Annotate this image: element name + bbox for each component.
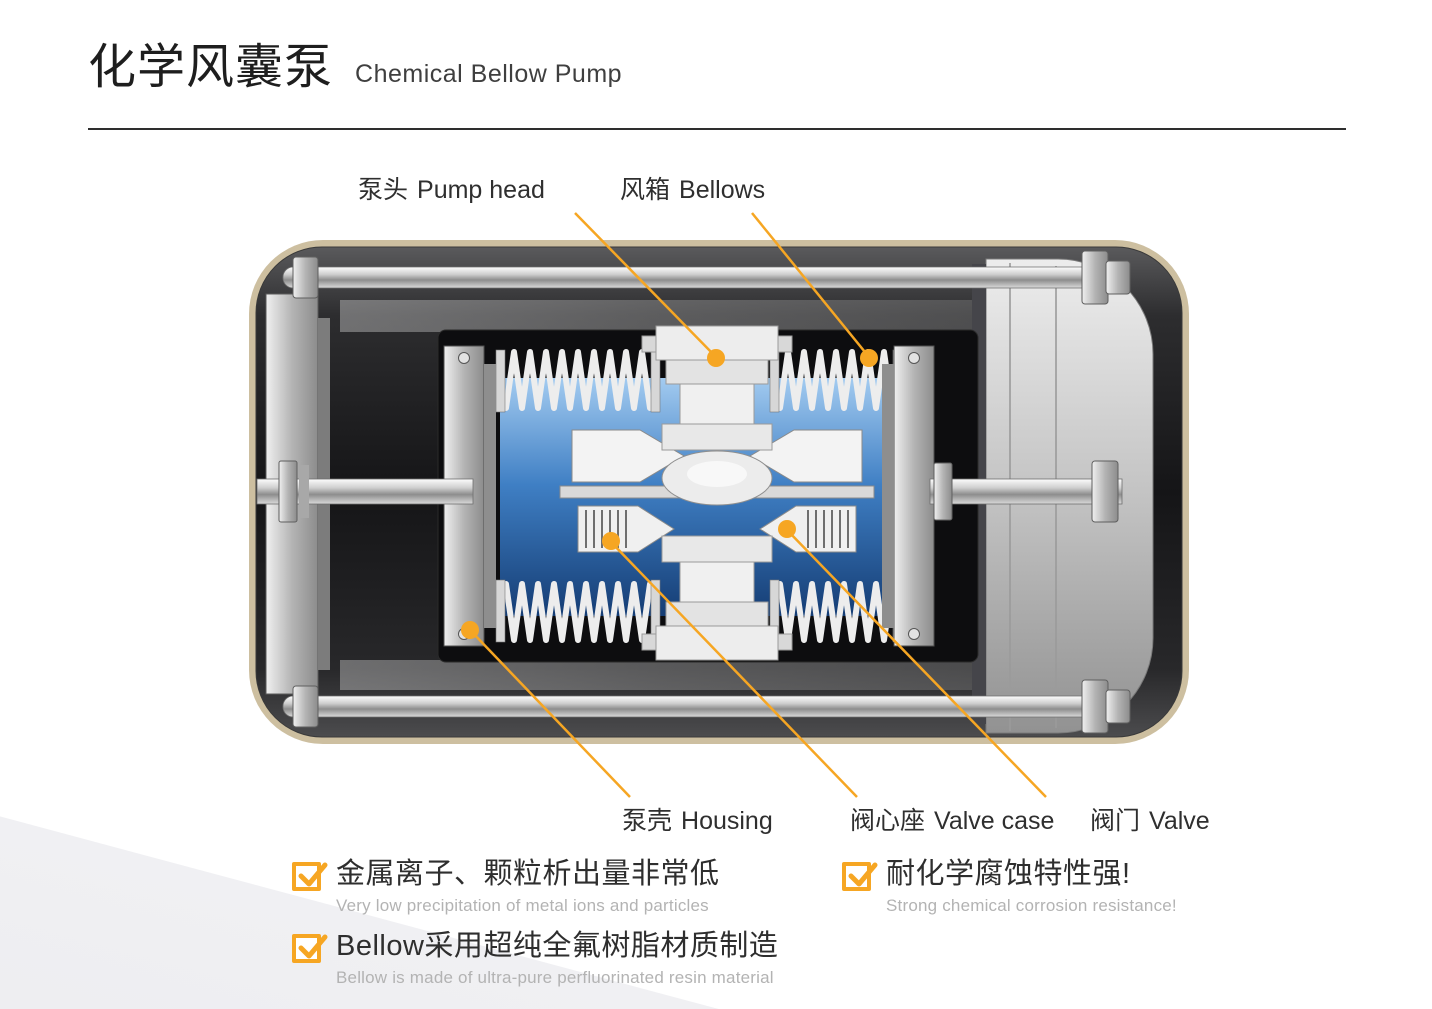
leader-valve — [786, 529, 1047, 798]
page-title-zh: 化学风囊泵 — [88, 41, 334, 94]
marker-housing — [461, 621, 479, 639]
label-valve-en: Valve — [1149, 807, 1210, 835]
valve-assembly — [559, 429, 875, 553]
valve-cone-lower-left — [577, 505, 675, 553]
feature-text: 耐化学腐蚀特性强! Strong chemical corrosion resi… — [886, 858, 1177, 916]
label-valve-case-en: Valve case — [934, 807, 1055, 835]
header-divider — [88, 128, 1346, 130]
marker-dots — [461, 349, 878, 639]
label-bellows-zh: 风箱 — [620, 176, 671, 204]
feature-zh: Bellow采用超纯全氟树脂材质制造 — [336, 930, 779, 962]
center-shaft — [256, 460, 1123, 523]
bellows-right — [777, 349, 895, 643]
marker-valve — [778, 520, 796, 538]
label-bellows-en: Bellows — [679, 176, 766, 204]
valve-cone-upper-left — [571, 429, 685, 483]
leader-valve-case — [610, 541, 858, 798]
leader-bellows — [751, 212, 870, 358]
valve-cone-lower-right — [759, 505, 857, 553]
label-valve-case-zh: 阀心座 — [850, 807, 926, 835]
check-icon — [292, 934, 328, 963]
label-valve-case: 阀心座 Valve case — [850, 801, 1054, 837]
leader-housing — [469, 629, 631, 798]
feature-en: Bellow is made of ultra-pure perfluorina… — [336, 968, 774, 988]
feature-text: 金属离子、颗粒析出量非常低 Very low precipitation of … — [336, 858, 720, 916]
marker-bellows — [860, 349, 878, 367]
label-valve-zh: 阀门 — [1090, 807, 1141, 835]
feature-corrosion: 耐化学腐蚀特性强! Strong chemical corrosion resi… — [842, 858, 1177, 916]
leader-pump-head — [574, 212, 717, 358]
pump-chamber — [437, 329, 979, 663]
feature-en: Very low precipitation of metal ions and… — [336, 896, 709, 916]
label-valve: 阀门 Valve — [1090, 801, 1210, 837]
check-icon — [292, 862, 328, 891]
label-bellows: 风箱 Bellows — [620, 170, 765, 206]
pump-housing — [249, 240, 1189, 744]
label-pump-head-zh: 泵头 — [358, 176, 409, 204]
feature-en: Strong chemical corrosion resistance! — [886, 896, 1177, 916]
marker-pump-head — [707, 349, 725, 367]
bellows-left — [503, 349, 653, 643]
label-pump-head-en: Pump head — [417, 176, 545, 204]
header: 化学风囊泵 Chemical Bellow Pump — [88, 41, 623, 95]
valve-lens — [661, 450, 773, 506]
feature-metal-ions: 金属离子、颗粒析出量非常低 Very low precipitation of … — [292, 858, 720, 916]
feature-zh: 金属离子、颗粒析出量非常低 — [336, 858, 720, 890]
label-housing-zh: 泵壳 — [622, 807, 673, 835]
label-housing: 泵壳 Housing — [622, 801, 773, 837]
feature-text: Bellow采用超纯全氟树脂材质制造 Bellow is made of ult… — [336, 930, 778, 988]
end-cap-right — [985, 258, 1154, 734]
feature-material: Bellow采用超纯全氟树脂材质制造 Bellow is made of ult… — [292, 930, 778, 988]
marker-valve-case — [602, 532, 620, 550]
bellows-fluid-blue — [500, 378, 892, 616]
label-pump-head: 泵头 Pump head — [358, 170, 545, 206]
flange-left — [265, 293, 319, 695]
chamber-frames — [443, 345, 935, 647]
leader-lines — [469, 212, 1047, 798]
label-housing-en: Housing — [681, 807, 773, 835]
pump-head-assembly — [641, 325, 793, 661]
bellows-end-plates — [495, 349, 903, 643]
feature-zh: 耐化学腐蚀特性强! — [886, 858, 1131, 890]
valve-cone-upper-right — [749, 429, 863, 483]
tie-rods — [282, 250, 1131, 734]
page-title-en: Chemical Bellow Pump — [355, 59, 623, 88]
check-icon — [842, 862, 878, 891]
